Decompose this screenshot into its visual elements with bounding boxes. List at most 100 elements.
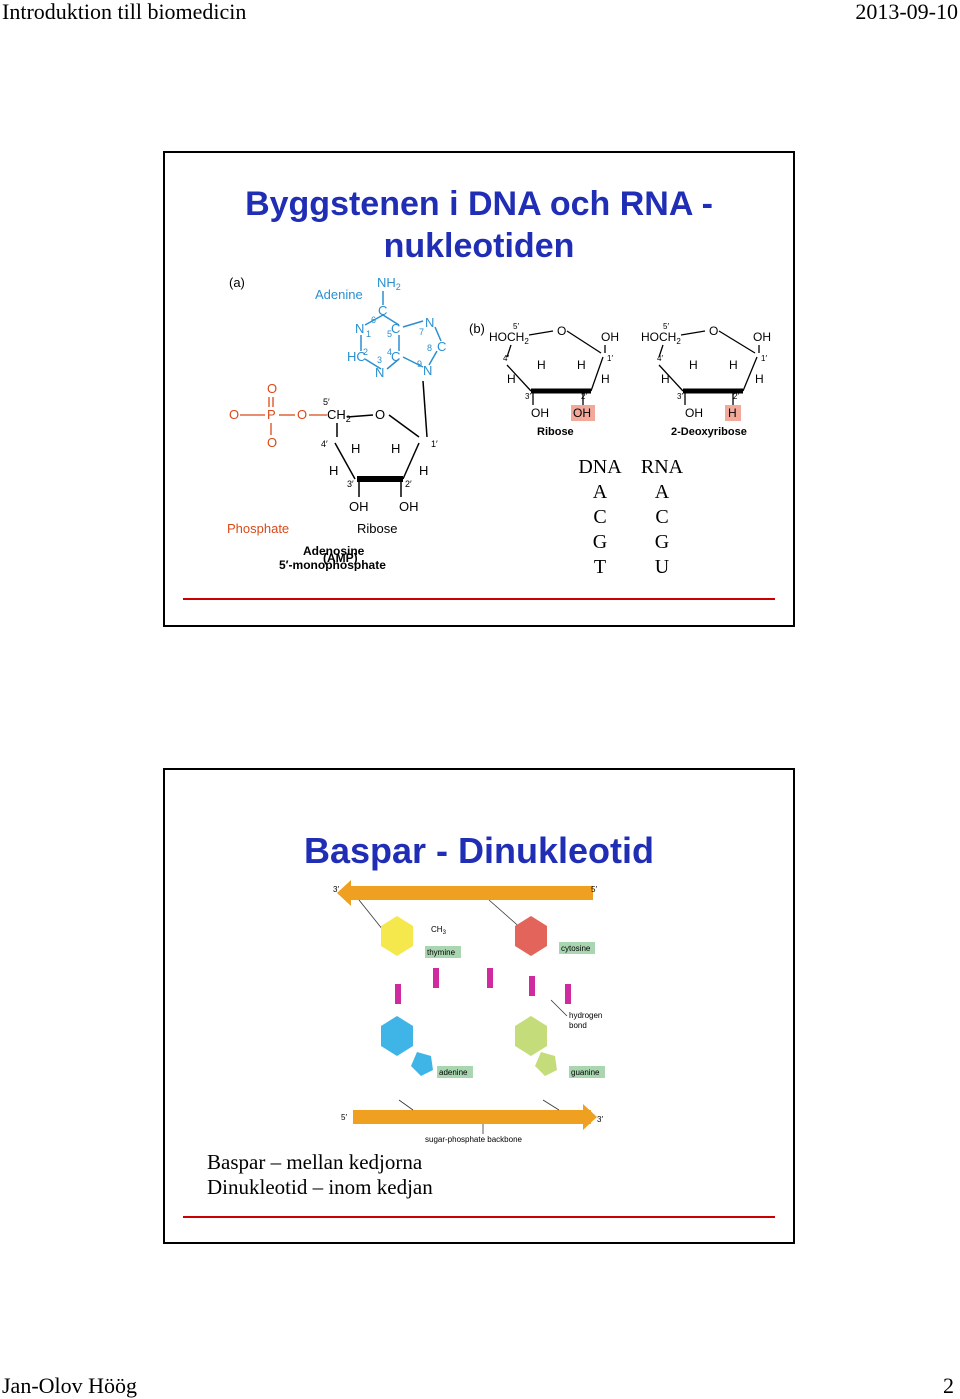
svg-text:C: C — [391, 321, 400, 336]
svg-text:HOCH2: HOCH2 — [641, 330, 681, 346]
svg-text:HOCH2: HOCH2 — [489, 330, 529, 346]
nh2-label: NH2 — [377, 275, 401, 292]
svg-text:H: H — [728, 406, 737, 420]
svg-text:C: C — [391, 349, 400, 364]
dna-header: DNA — [578, 456, 622, 478]
amp-structure-figure: (a) Adenine NH2 C N C N C HC C N N — [227, 275, 446, 571]
svg-text:3′: 3′ — [677, 392, 683, 401]
adenine-label: adenine — [439, 1068, 468, 1077]
adenosine-label: Adenosine — [303, 544, 365, 558]
svg-text:OH: OH — [573, 406, 591, 420]
svg-text:1: 1 — [366, 329, 371, 339]
dna-base: C — [593, 506, 607, 528]
ribose-bonds — [334, 380, 428, 497]
caption-line2: Dinukleotid – inom kedjan — [207, 1175, 433, 1199]
phosphate-group: O O P O O — [229, 381, 307, 450]
slide-title: Byggstenen i DNA och RNA - nukleotiden — [165, 183, 793, 267]
thymine-ring — [381, 916, 413, 956]
adenine-ring — [381, 1016, 413, 1056]
slide-caption: Baspar – mellan kedjorna Dinukleotid – i… — [207, 1150, 433, 1200]
svg-text:5′: 5′ — [323, 397, 330, 407]
svg-text:O: O — [267, 435, 277, 450]
svg-text:C: C — [437, 339, 446, 354]
deoxyribose-h-highlight — [725, 405, 741, 421]
svg-text:H: H — [507, 372, 516, 386]
panel-label-a: (a) — [229, 275, 245, 290]
svg-text:O: O — [709, 324, 718, 338]
svg-text:H: H — [537, 358, 546, 372]
svg-text:7: 7 — [419, 327, 424, 337]
svg-text:Ribose: Ribose — [537, 426, 574, 438]
svg-text:4′: 4′ — [321, 439, 328, 449]
svg-text:2-Deoxyribose: 2-Deoxyribose — [671, 426, 747, 438]
phosphate-bonds — [240, 397, 327, 435]
svg-text:N: N — [423, 363, 432, 378]
header-course-title: Introduktion till biomedicin — [2, 0, 247, 24]
caption-line1: Baspar – mellan kedjorna — [207, 1150, 423, 1174]
base-pair-figure: 3′ 5′ 5′ 3′ thymine CH3 cytosine adenine — [333, 880, 605, 1144]
svg-text:OH: OH — [685, 406, 703, 420]
guanine-ring — [515, 1016, 547, 1056]
phosphate-label: Phosphate — [227, 521, 289, 536]
rna-base: C — [655, 506, 669, 528]
slide-nucleotide: Byggstenen i DNA och RNA - nukleotiden (… — [163, 151, 795, 627]
amp-label: (AMP) — [323, 551, 358, 565]
svg-text:4′: 4′ — [503, 354, 509, 363]
svg-text:9: 9 — [417, 359, 422, 369]
bottom-backbone-strand — [353, 1110, 591, 1124]
slide-divider-line — [183, 598, 775, 600]
svg-text:H: H — [577, 358, 586, 372]
page-number: 2 — [943, 1373, 954, 1398]
svg-text:H: H — [755, 372, 764, 386]
thymine-label: thymine — [427, 948, 456, 957]
svg-text:4: 4 — [387, 347, 392, 357]
ch2-label: CH2 — [327, 407, 351, 424]
svg-text:1′: 1′ — [431, 439, 438, 449]
cytosine-label: cytosine — [561, 944, 591, 953]
svg-text:N: N — [355, 321, 364, 336]
rna-base: U — [654, 556, 670, 578]
svg-text:2′: 2′ — [733, 392, 739, 401]
hydrogen-bonds — [395, 968, 571, 1004]
rna-column: RNA A C G U — [639, 455, 685, 580]
monophosphate-label: 5′-monophosphate — [279, 558, 386, 571]
svg-text:OH: OH — [349, 499, 369, 514]
ribose-oh-highlight — [571, 405, 595, 421]
svg-text:4′: 4′ — [657, 354, 663, 363]
top-strand-5-label: 5′ — [591, 885, 597, 894]
guanine-label: guanine — [571, 1068, 600, 1077]
svg-text:2: 2 — [363, 347, 368, 357]
svg-text:5′: 5′ — [513, 322, 519, 331]
svg-text:3′: 3′ — [347, 479, 354, 489]
footer-author: Jan-Olov Höög — [2, 1373, 138, 1398]
svg-text:OH: OH — [601, 330, 619, 344]
adenine-ring — [360, 291, 442, 370]
slide-divider-line — [183, 1216, 775, 1218]
svg-text:H: H — [329, 463, 338, 478]
svg-text:2′: 2′ — [405, 479, 412, 489]
svg-text:6: 6 — [371, 315, 376, 325]
svg-text:OH: OH — [753, 330, 771, 344]
dna-column: DNA A C G T — [577, 455, 623, 580]
svg-text:N: N — [375, 365, 384, 380]
bottom-strand-3-label: 3′ — [597, 1115, 603, 1124]
sugar-comparison-figure: (b) HOCH2 5′ O OH 4′ 1′ H H H H 3′ 2′ OH… — [469, 321, 771, 438]
svg-text:1′: 1′ — [607, 354, 613, 363]
svg-text:H: H — [391, 441, 400, 456]
svg-text:3′: 3′ — [525, 392, 531, 401]
cytosine-ring — [515, 916, 547, 956]
dna-base: A — [592, 481, 608, 503]
bottom-strand-arrow — [583, 1104, 597, 1130]
slide-title-line2: nukleotiden — [383, 227, 575, 265]
svg-text:8: 8 — [427, 343, 432, 353]
adenine-ring-5 — [411, 1052, 433, 1076]
ribose-structure: HOCH2 5′ O OH 4′ 1′ H H H H 3′ 2′ OH OH … — [489, 322, 619, 438]
bottom-strand-5-label: 5′ — [341, 1113, 347, 1122]
svg-text:H: H — [419, 463, 428, 478]
top-strand-arrow — [337, 880, 351, 906]
svg-text:HC: HC — [347, 349, 366, 364]
svg-text:O: O — [375, 407, 385, 422]
top-backbone-strand — [349, 886, 593, 900]
top-strand-3-label: 3′ — [333, 885, 339, 894]
adenine-atoms: C N C N C HC C N N 1 2 3 4 5 6 7 8 9 — [347, 303, 446, 380]
